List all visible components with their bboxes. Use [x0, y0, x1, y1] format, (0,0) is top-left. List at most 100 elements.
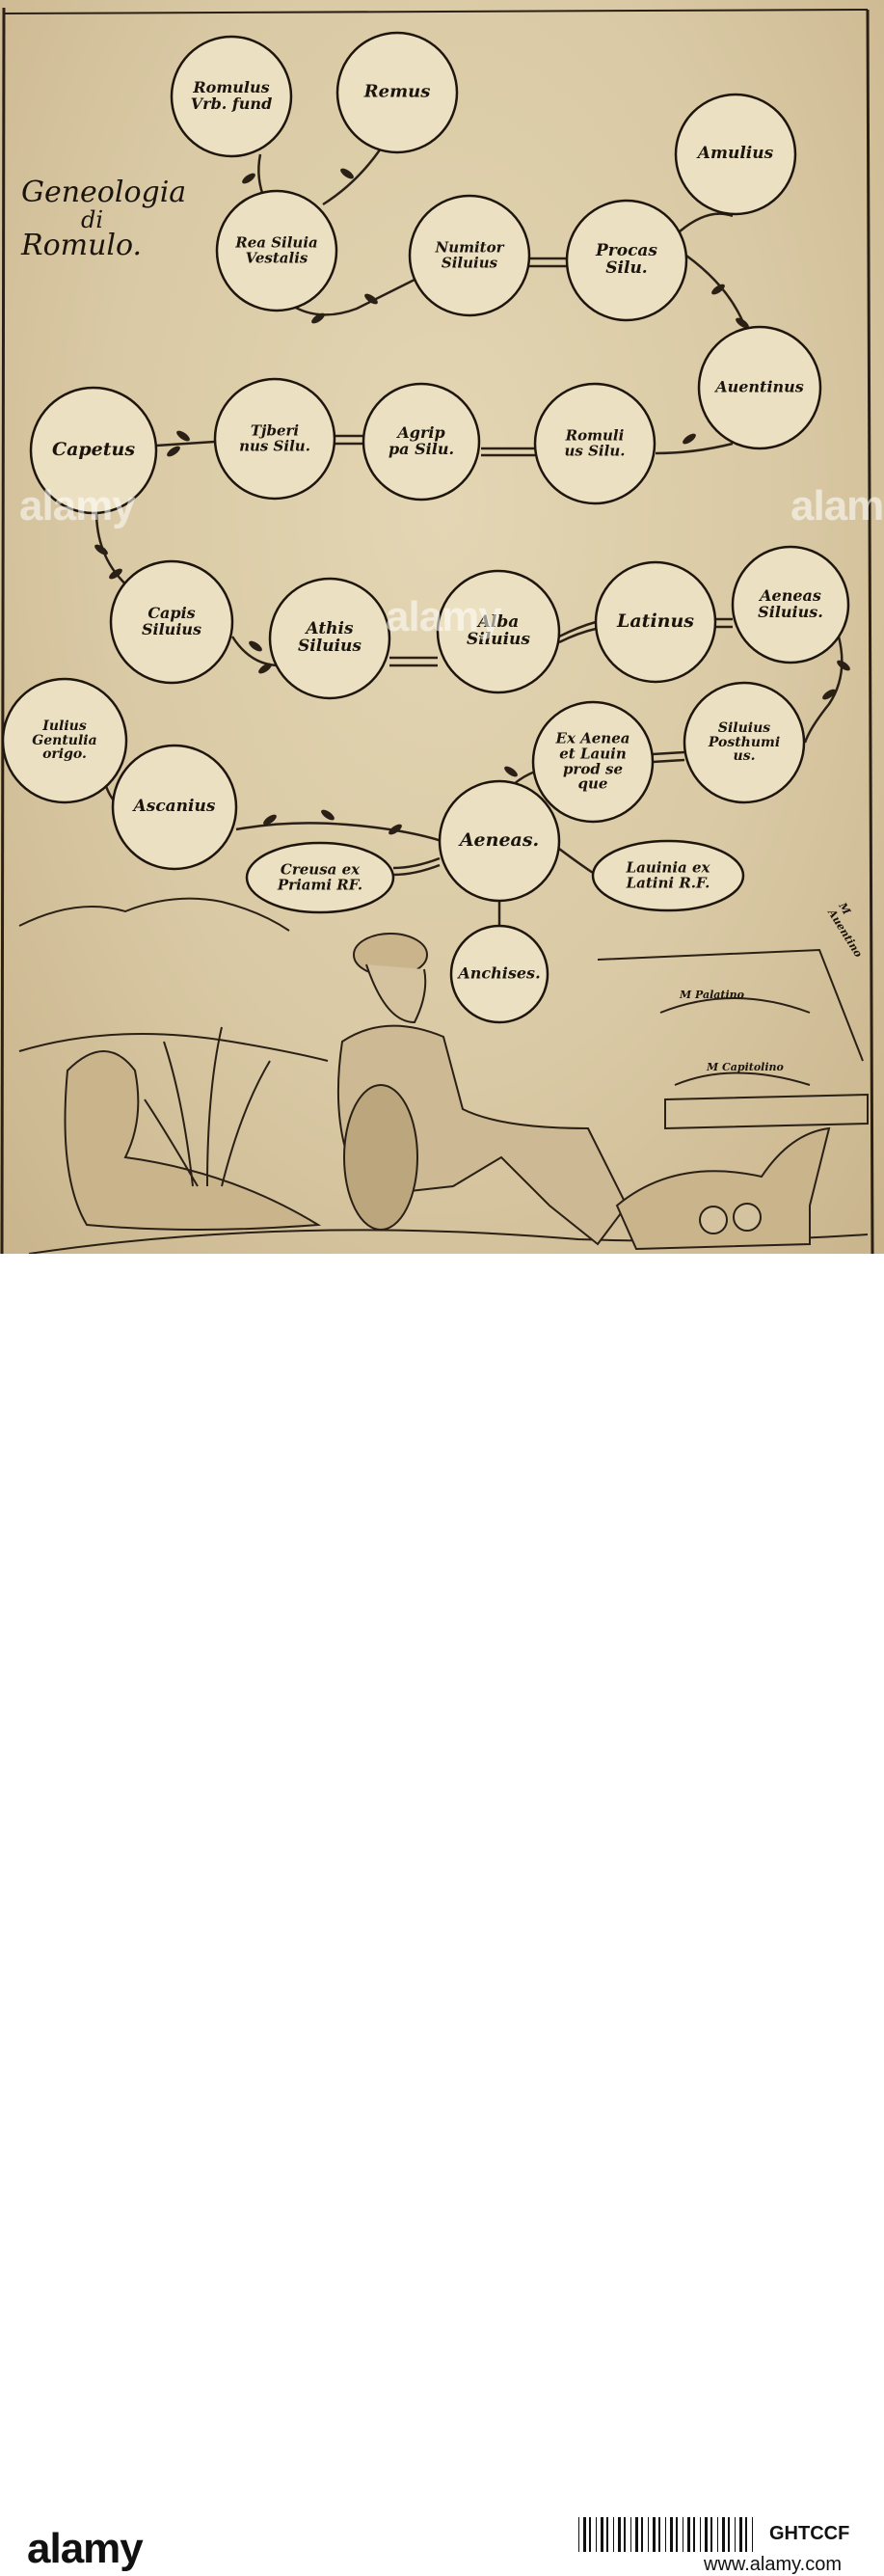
leaf-ornament [109, 568, 122, 580]
barcode-bar [710, 2517, 712, 2552]
leaf-ornament [388, 824, 402, 835]
family-branches [94, 148, 844, 926]
node-label-aeneas: Aeneas. [459, 829, 540, 852]
branch-connector [389, 656, 438, 667]
leaf-ornament [504, 766, 518, 777]
barcode-bar [752, 2517, 753, 2552]
barcode-bar [624, 2517, 626, 2552]
barcode-bar [613, 2517, 614, 2552]
node-label-remus: Remus [363, 81, 431, 102]
node-circle-numitor [408, 194, 531, 317]
node-circle-tiberinus [213, 377, 336, 501]
node-circle-remus [335, 31, 459, 154]
leaf-ornament [837, 660, 850, 671]
branch-connector [335, 434, 363, 446]
ground-line-left [18, 1033, 329, 1062]
twin-infant-2 [733, 1203, 762, 1232]
watermark-left: alamy [19, 482, 136, 529]
node-circle-anchises [449, 924, 549, 1024]
branch-connector [803, 636, 844, 744]
node-label-anchises: Anchises. [458, 963, 541, 983]
node-circle-alba [436, 569, 561, 694]
barcode-bar [687, 2517, 690, 2552]
leaf-ornament [258, 663, 272, 674]
barcode-bar [676, 2517, 678, 2552]
branch-connector [715, 617, 733, 629]
barcode-bar [705, 2517, 708, 2552]
barcode-bar [693, 2517, 695, 2552]
node-circle-ex_aenea [531, 700, 655, 824]
leaf-ornament [683, 433, 696, 445]
watermark-center: alamy [386, 593, 502, 640]
barcode-bar [648, 2517, 649, 2552]
barcode-bar [641, 2517, 643, 2552]
title-line-2: di [81, 205, 104, 233]
node-circle-aventinus [697, 325, 822, 450]
node-circle-lavinia [591, 839, 745, 912]
diagram-title: Geneologia di Romulo. [21, 176, 187, 261]
river-god-figure [64, 1050, 322, 1231]
barcode-bar [728, 2517, 730, 2552]
plate-border-right [866, 9, 874, 1254]
plate-border-top [3, 9, 869, 14]
label-palatino: M Palatino [680, 989, 745, 1001]
node-circle-silvius_posthumus [683, 681, 806, 804]
label-capitolino: M Capitolino [707, 1061, 784, 1073]
plate-border-left [0, 7, 6, 1254]
leaf-ornament [340, 168, 354, 179]
leaf-ornament [242, 173, 255, 184]
barcode-bar [658, 2517, 660, 2552]
node-label-ascanius: Ascanius [133, 797, 216, 817]
branch-connector [655, 442, 734, 455]
leaf-ornament [94, 544, 108, 556]
node-circle-rea_silvia [215, 189, 338, 312]
leaf-ornament [364, 293, 378, 305]
branch-connector [652, 750, 685, 764]
node-label-aventinus: Auentinus [715, 377, 804, 396]
barcode-bar [618, 2517, 621, 2552]
leaf-ornament [711, 284, 725, 295]
node-circle-capetus [29, 386, 158, 515]
node-circle-romulius [533, 382, 656, 505]
branch-connector [558, 847, 594, 875]
shield [343, 1084, 418, 1231]
hills-left [18, 897, 290, 932]
leaf-ornament [822, 689, 836, 700]
leaf-ornament [311, 312, 325, 324]
city-buildings [664, 1093, 869, 1130]
barcode-bar [735, 2517, 736, 2552]
leaf-ornament [167, 446, 180, 457]
node-circle-ascanius [111, 744, 238, 871]
palatine-hill [659, 997, 811, 1014]
leaf-ornament [321, 809, 335, 821]
watermark-right: alamy [790, 482, 884, 529]
barcode-bar [717, 2517, 718, 2552]
title-line-1: Geneologia [21, 176, 187, 209]
alamy-logo: alamy [27, 2525, 144, 2572]
node-circle-romulus [170, 35, 293, 158]
leaf-ornament [176, 430, 190, 442]
branch-connector [481, 447, 535, 457]
reeds [144, 1026, 271, 1187]
barcode-bar [589, 2517, 591, 2552]
node-circle-julius [1, 677, 128, 804]
branch-connector [230, 636, 281, 667]
branch-connector [235, 822, 442, 843]
node-circle-aeneas [438, 779, 561, 903]
branch-connector [529, 257, 569, 268]
node-circle-procas [565, 199, 688, 322]
image-id: GHTCCF [769, 2523, 850, 2544]
leaf-ornament [263, 814, 277, 826]
site-url: www.alamy.com [704, 2554, 842, 2575]
barcode-bar [601, 2517, 603, 2552]
